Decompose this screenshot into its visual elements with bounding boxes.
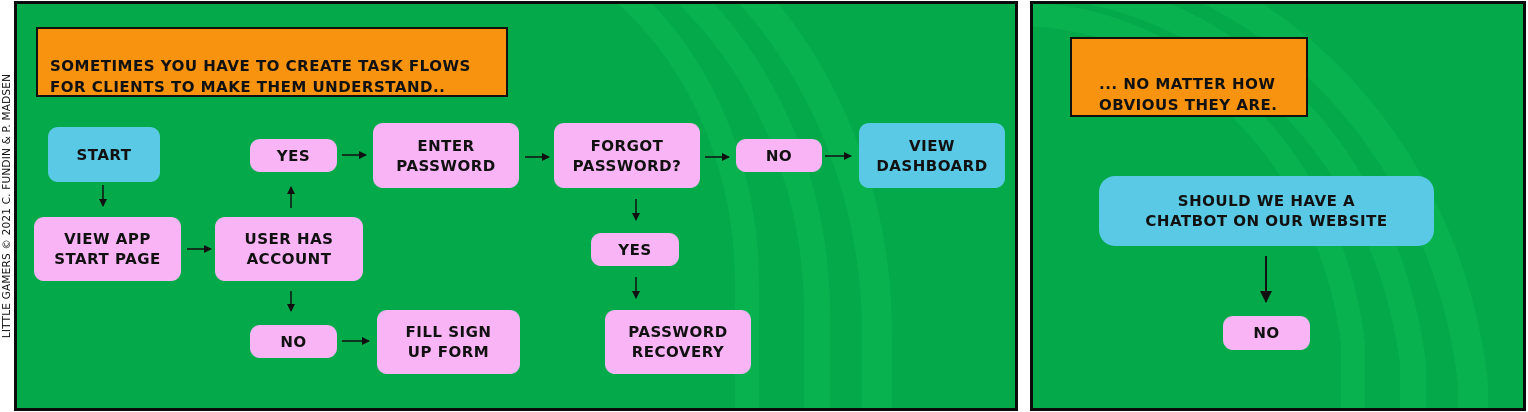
node-view-dashboard: VIEW DASHBOARD <box>859 123 1005 188</box>
comic-panel-1: SOMETIMES YOU HAVE TO CREATE TASK FLOWS … <box>14 1 1018 411</box>
node-no-forgot: NO <box>736 139 822 172</box>
background-arcs <box>617 4 892 408</box>
node-no-chatbot: NO <box>1223 316 1310 350</box>
caption-text-2: ... NO MATTER HOW OBVIOUS THEY ARE. <box>1099 75 1278 114</box>
node-enter-password: ENTER PASSWORD <box>373 123 519 188</box>
caption-box-2: ... NO MATTER HOW OBVIOUS THEY ARE. <box>1070 37 1308 117</box>
node-password-recovery: PASSWORD RECOVERY <box>605 310 751 374</box>
comic-panel-2: ... NO MATTER HOW OBVIOUS THEY ARE. SHOU… <box>1030 1 1526 411</box>
node-user-has-account: USER HAS ACCOUNT <box>215 217 363 281</box>
node-start: START <box>48 127 160 182</box>
node-yes-forgot: YES <box>591 233 679 266</box>
node-fill-sign-up-form: FILL SIGN UP FORM <box>377 310 520 374</box>
node-no-account: NO <box>250 325 337 358</box>
background-arc-outer <box>739 4 892 408</box>
credit-line: LITTLE GAMERS © 2021 C. FUNDIN & P. MADS… <box>0 0 14 412</box>
caption-box: SOMETIMES YOU HAVE TO CREATE TASK FLOWS … <box>36 27 508 97</box>
node-yes-has-account: YES <box>250 139 337 172</box>
node-chatbot-question: SHOULD WE HAVE A CHATBOT ON OUR WEBSITE <box>1099 176 1434 246</box>
node-view-app-start-page: VIEW APP START PAGE <box>34 217 181 281</box>
credit-text: LITTLE GAMERS © 2021 C. FUNDIN & P. MADS… <box>1 73 13 339</box>
background-arc-outer-2 <box>1203 4 1488 408</box>
caption-text: SOMETIMES YOU HAVE TO CREATE TASK FLOWS … <box>50 57 471 96</box>
background-arc-middle <box>678 4 830 408</box>
node-forgot-password: FORGOT PASSWORD? <box>554 123 700 188</box>
background-arc-inner <box>617 4 759 408</box>
